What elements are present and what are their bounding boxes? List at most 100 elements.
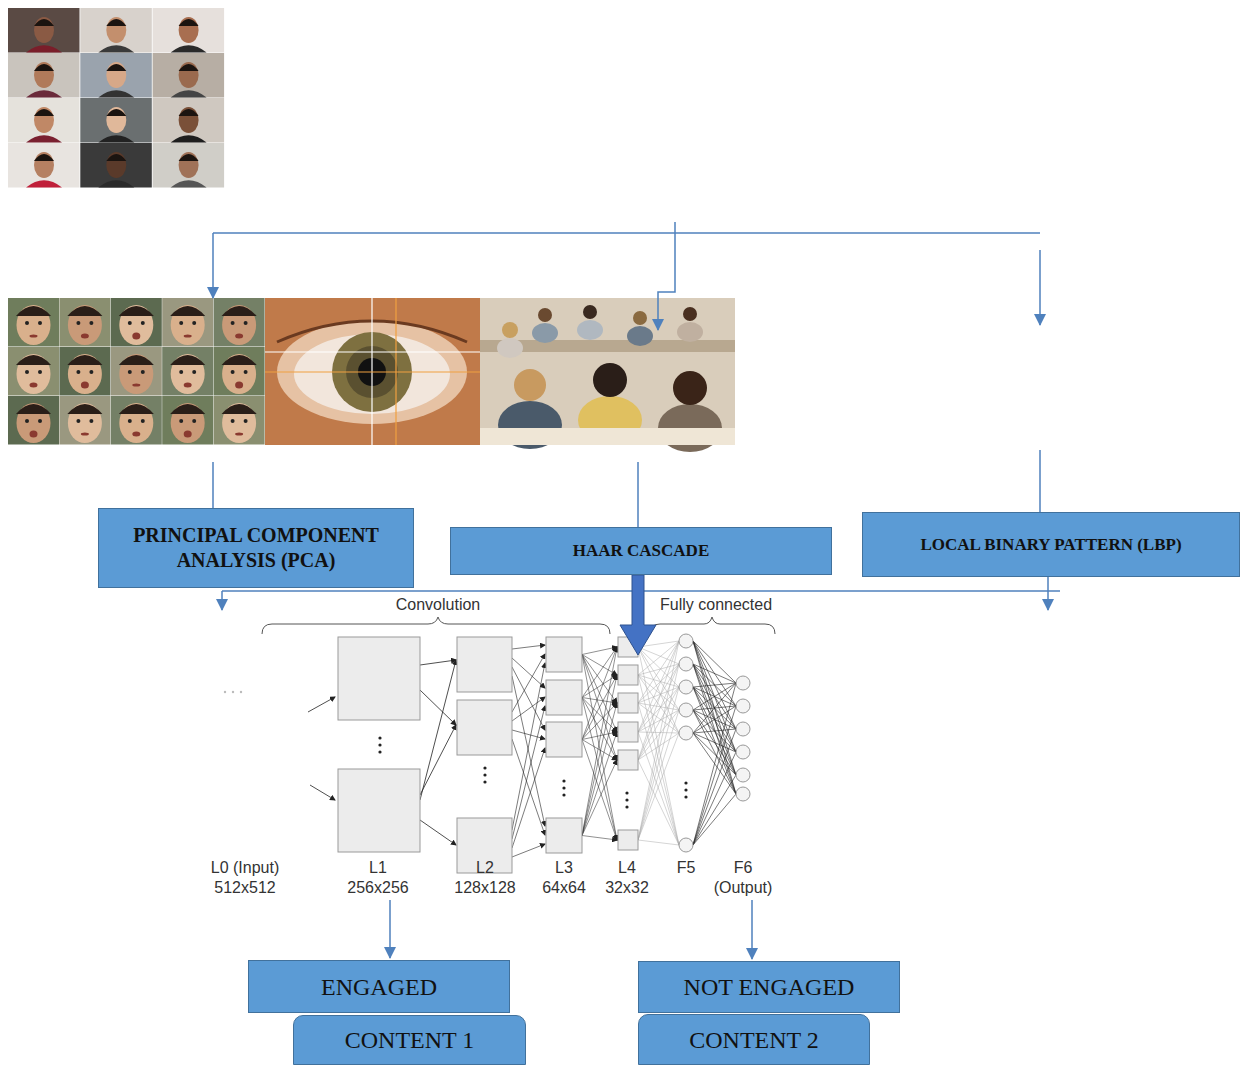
photo-face <box>106 62 126 88</box>
face-mouth <box>235 382 243 389</box>
feature-map <box>546 722 582 757</box>
layer-arrow <box>512 706 545 839</box>
face-tile <box>111 396 162 445</box>
face-eye <box>38 370 42 374</box>
face-tile <box>214 396 265 445</box>
feature-map <box>618 750 638 770</box>
box-text-holder: CONTENT 1 <box>345 1025 475 1055</box>
dense-link <box>693 733 736 775</box>
brackets <box>262 617 775 634</box>
photo-body <box>171 180 207 187</box>
layer-label: 128x128 <box>454 879 515 897</box>
layer-label: L1 <box>369 859 387 877</box>
dense-link <box>638 733 679 760</box>
photo-hair <box>106 19 126 26</box>
dense-link <box>638 641 679 840</box>
face-shape <box>222 354 256 394</box>
layer-arrow <box>582 732 617 836</box>
face-tile <box>8 347 59 396</box>
layer-label: (Output) <box>714 879 773 897</box>
face-eye <box>25 370 29 374</box>
face-hair <box>170 306 205 316</box>
face-tile <box>214 347 265 396</box>
face-mouth <box>184 335 192 338</box>
box-text-holder: NOT ENGAGED <box>684 972 855 1002</box>
layer-arrow <box>512 739 545 835</box>
layer-label: L3 <box>555 859 573 877</box>
face-shape <box>171 354 205 394</box>
dense-link <box>638 647 679 845</box>
photo-tile <box>8 53 80 98</box>
neuron <box>679 657 693 671</box>
layer-arrow <box>582 760 617 836</box>
dense-link <box>693 683 736 710</box>
box-label: CONTENT 2 <box>689 1025 819 1055</box>
dense-link <box>638 760 679 845</box>
flow-arrow <box>1039 250 1041 325</box>
section-label: Fully connected <box>660 596 772 614</box>
layer-arrow <box>582 675 617 740</box>
photo-tile <box>8 8 80 53</box>
layer-arrow <box>420 725 456 795</box>
photo-body <box>26 135 62 142</box>
photo-hair <box>106 154 126 161</box>
student-head <box>633 311 647 325</box>
face-tile <box>59 347 110 396</box>
box-label: HAAR CASCADE <box>573 540 709 561</box>
student-head <box>514 369 546 401</box>
dense-link <box>693 729 736 845</box>
face-shape <box>171 305 205 345</box>
face-hair <box>119 404 154 414</box>
flow-line <box>1039 450 1041 513</box>
neuron <box>736 787 750 801</box>
photo-body <box>171 90 207 97</box>
face-shape <box>119 354 153 394</box>
ellipsis-dot <box>684 781 687 784</box>
result-box: ENGAGED <box>248 960 510 1013</box>
face-eye <box>89 321 93 325</box>
dense-link <box>638 687 679 840</box>
face-eye <box>89 370 93 374</box>
classroom-book <box>480 428 735 445</box>
face-eye <box>231 419 235 423</box>
flow-arrow <box>658 222 675 330</box>
face-eye <box>141 370 145 374</box>
box-text-holder: ENGAGED <box>321 972 437 1002</box>
face-tile <box>162 347 213 396</box>
face-mouth <box>184 431 192 438</box>
neuron <box>736 699 750 713</box>
faint-dot <box>224 691 226 693</box>
face-tile <box>59 396 110 445</box>
neuron <box>736 676 750 690</box>
photo-body <box>98 180 134 187</box>
face-shape <box>17 354 51 394</box>
layer-label: F5 <box>677 859 696 877</box>
face-hair <box>16 355 51 365</box>
layer-arrow <box>582 698 617 841</box>
layer-label: 512x512 <box>214 879 275 897</box>
face-mouth <box>235 334 243 339</box>
dense-link <box>638 647 679 664</box>
neuron <box>679 634 693 648</box>
layer-arrow <box>582 647 617 655</box>
dense-link <box>638 664 679 675</box>
student-head <box>683 307 697 321</box>
student-body <box>627 326 653 346</box>
face-mouth <box>184 383 192 388</box>
face-shape <box>17 305 51 345</box>
face-hair <box>170 404 205 414</box>
face-mouth <box>30 383 38 388</box>
feature-map <box>457 700 512 755</box>
face-tile <box>59 298 110 347</box>
student-body <box>532 323 558 343</box>
method-box: LOCAL BINARY PATTERN (LBP) <box>862 512 1240 577</box>
box-label: NOT ENGAGED <box>684 972 855 1002</box>
face-hair <box>222 355 257 365</box>
student-body <box>677 322 703 342</box>
face-shape <box>222 403 256 443</box>
face-tile <box>162 298 213 347</box>
box-label: CONTENT 1 <box>345 1025 475 1055</box>
photo-tile <box>8 143 80 188</box>
layer-arrow <box>582 647 617 740</box>
dense-link <box>638 641 679 732</box>
